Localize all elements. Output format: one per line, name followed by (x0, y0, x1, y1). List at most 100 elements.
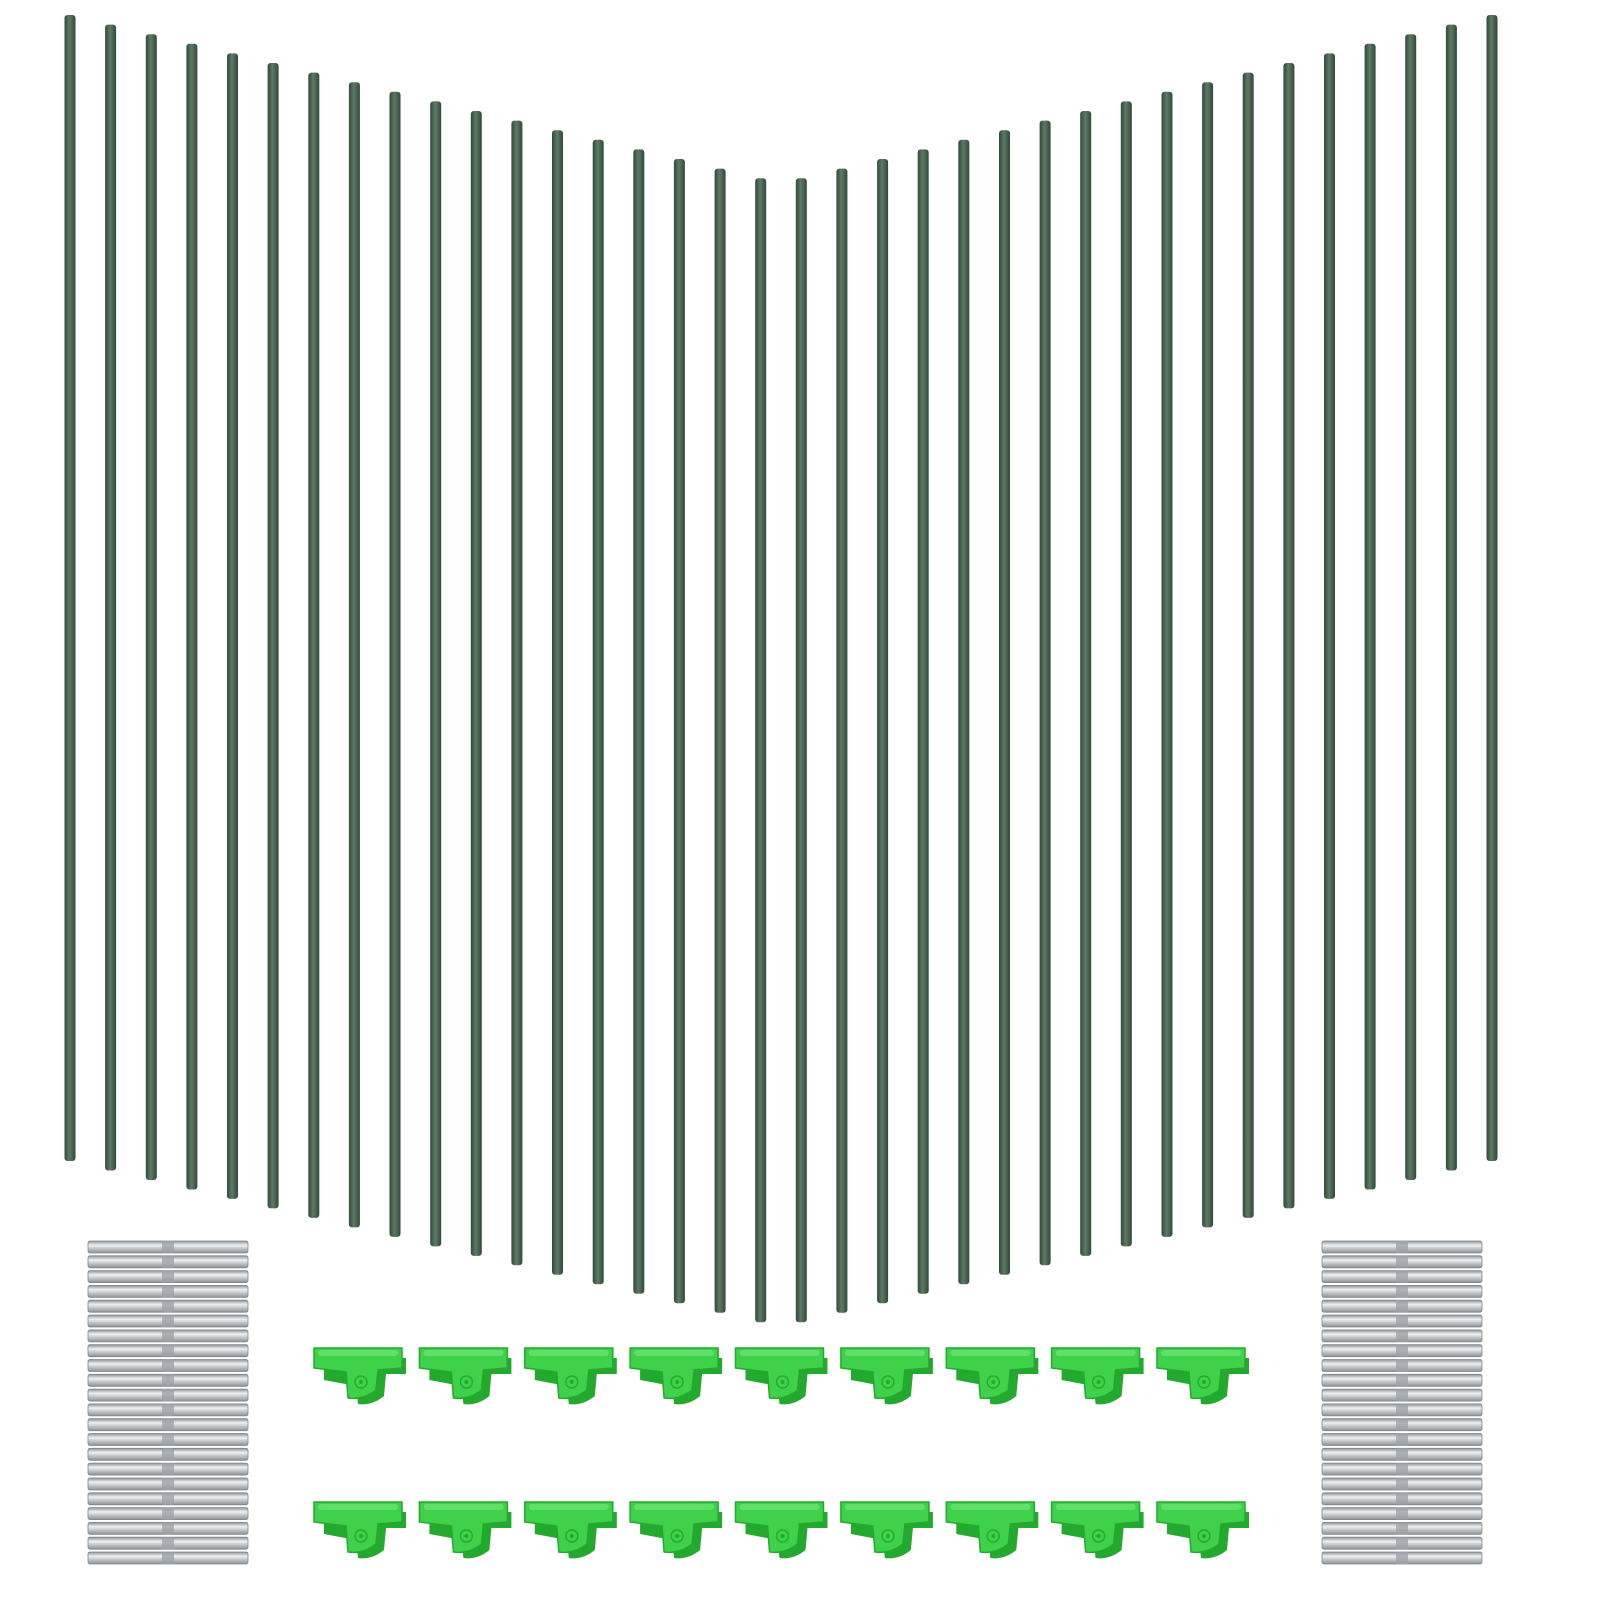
connector-tube (87, 1270, 249, 1283)
garden-stake (470, 111, 482, 1256)
plant-clip (1050, 1501, 1144, 1559)
connector-tube (1321, 1240, 1483, 1254)
connector-tube (87, 1359, 249, 1372)
garden-stake (1202, 82, 1214, 1228)
connector-tube (87, 1551, 249, 1565)
garden-stake (308, 72, 320, 1218)
plant-clip (524, 1347, 617, 1405)
connector-tube (87, 1373, 249, 1387)
plant-clip (840, 1347, 933, 1405)
connector-tube (1321, 1388, 1483, 1402)
plant-clip (629, 1347, 723, 1405)
garden-stake (145, 34, 157, 1181)
connector-tube (1321, 1477, 1483, 1491)
garden-stake (958, 139, 970, 1285)
plant-clip (1156, 1501, 1249, 1559)
plant-clip (418, 1347, 512, 1405)
connector-tube (1321, 1492, 1483, 1506)
garden-stake (1161, 91, 1173, 1237)
connector-tube (1321, 1462, 1483, 1476)
plant-clip (840, 1501, 933, 1559)
garden-stake (917, 149, 929, 1294)
connector-tube (87, 1492, 249, 1506)
garden-stake (1039, 120, 1051, 1266)
garden-stake (552, 130, 563, 1275)
connector-tube (87, 1418, 249, 1432)
connector-tube (87, 1299, 249, 1313)
connector-tube (87, 1477, 249, 1491)
connector-tube (87, 1240, 249, 1254)
garden-stake (105, 24, 117, 1171)
garden-stake (836, 168, 848, 1313)
connector-tube (1321, 1522, 1483, 1535)
garden-stake (389, 91, 401, 1237)
connector-tube (87, 1403, 249, 1417)
connector-tube (1321, 1344, 1483, 1358)
garden-stake (714, 168, 726, 1313)
plant-clip (1156, 1347, 1249, 1405)
garden-stake (877, 159, 889, 1304)
garden-stake (64, 15, 76, 1161)
garden-stake (755, 178, 767, 1323)
connector-tube (87, 1285, 249, 1298)
connector-tube (87, 1344, 249, 1358)
plant-clip (734, 1501, 828, 1559)
connector-tube (1321, 1507, 1483, 1520)
plant-clip (418, 1501, 512, 1559)
connector-tubes-left (87, 1240, 249, 1565)
plant-clip (1050, 1347, 1144, 1405)
garden-stake (673, 159, 685, 1304)
connector-tube (1321, 1285, 1483, 1298)
connector-tube (87, 1255, 249, 1269)
connector-tube (87, 1462, 249, 1476)
connector-tube (1321, 1299, 1483, 1313)
plant-clip (629, 1501, 723, 1559)
garden-stake (348, 82, 360, 1228)
connector-tube (87, 1507, 249, 1520)
garden-stake (1242, 72, 1254, 1218)
connector-tube (1321, 1255, 1483, 1269)
garden-stake (999, 130, 1010, 1275)
garden-stake (227, 53, 238, 1199)
connector-tube (1321, 1329, 1483, 1343)
garden-stake (795, 178, 807, 1323)
garden-stake (1364, 43, 1376, 1190)
garden-stake (430, 101, 442, 1247)
connector-tubes-right (1321, 1240, 1483, 1565)
connector-tube (87, 1388, 249, 1402)
garden-stake (511, 120, 523, 1266)
connector-tube (1321, 1359, 1483, 1372)
connector-tube (1321, 1270, 1483, 1283)
garden-stake (1445, 24, 1457, 1171)
garden-stake (1120, 101, 1132, 1247)
garden-stake (633, 149, 645, 1294)
connector-tube (87, 1314, 249, 1328)
garden-stake (186, 43, 198, 1190)
connector-tube (1321, 1536, 1483, 1550)
garden-stake (1283, 63, 1295, 1209)
connector-tube (1321, 1418, 1483, 1432)
connector-tube (87, 1447, 249, 1461)
plant-clip (945, 1347, 1039, 1405)
connector-tube (1321, 1551, 1483, 1565)
garden-stake (1324, 53, 1335, 1199)
connector-tube (87, 1536, 249, 1550)
connector-tube (87, 1522, 249, 1535)
garden-stake (1486, 15, 1498, 1161)
plant-clip (734, 1347, 828, 1405)
plant-clips-group (313, 1347, 1249, 1559)
plant-clip (313, 1501, 406, 1559)
connector-tube (1321, 1447, 1483, 1461)
garden-stake (1080, 111, 1092, 1256)
garden-stake (1405, 34, 1417, 1181)
connector-tube (87, 1329, 249, 1343)
garden-stake (267, 63, 279, 1209)
connector-tube (1321, 1433, 1483, 1446)
connector-tube (87, 1433, 249, 1446)
connector-tube (1321, 1314, 1483, 1328)
connector-tube (1321, 1403, 1483, 1417)
plant-clip (945, 1501, 1039, 1559)
connector-tube (1321, 1373, 1483, 1387)
garden-stake (592, 139, 604, 1285)
